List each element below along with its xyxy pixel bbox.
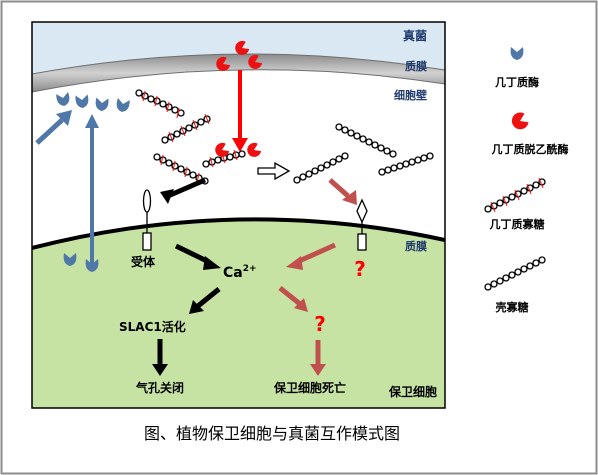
chitin-oligosaccharide	[161, 113, 211, 144]
calcium-to-death-arrow-head	[294, 298, 308, 312]
chitosan-oligosaccharide	[293, 152, 349, 184]
receptor-ectodomain	[142, 189, 152, 213]
black-arrow-to-receptor-head	[160, 189, 174, 204]
right-receptor-to-calcium-arrow	[295, 242, 337, 265]
receptor-transmembrane	[142, 232, 152, 251]
red-arrow-to-receptor-head	[342, 190, 357, 205]
black-arrow-to-receptor	[167, 177, 206, 199]
guard-cell-death-label: 保卫细胞死亡	[273, 380, 346, 395]
fungal-membrane	[32, 53, 445, 93]
plant-membrane	[32, 217, 445, 250]
chitin-oligosaccharide	[135, 89, 185, 119]
receptor-label: 受体	[131, 254, 156, 269]
figure-caption: 图、植物保卫细胞与真菌互作模式图	[144, 424, 400, 443]
blue-diagonal-arrow-head	[56, 110, 72, 126]
panel-border	[31, 21, 446, 409]
slac1-activation-label: SLAC1活化	[119, 319, 186, 334]
guard-cell-label: 保卫细胞	[388, 384, 437, 399]
cell-wall-label: 细胞壁	[394, 88, 427, 102]
right-receptor-to-calcium-arrow-head	[286, 256, 303, 270]
receptor-to-calcium-arrow	[174, 243, 211, 265]
legend-chitosan-oligosaccharide-label: 壳寡糖	[495, 300, 529, 314]
calcium-to-slac1-arrow-head	[189, 300, 204, 314]
red-arrow-to-receptor	[328, 178, 350, 198]
red-release-arrow-head	[232, 138, 248, 152]
question-to-death-arrow-head	[310, 364, 326, 376]
receptor-to-calcium-arrow-head	[203, 256, 221, 270]
legend-chitosan-oligosaccharide-icon	[484, 256, 546, 291]
chitosan-oligosaccharide	[335, 123, 397, 158]
fungal-membrane-label: 质膜	[405, 59, 427, 73]
receptor-transmembrane	[357, 233, 367, 251]
legend-chitin-oligosaccharide-label: 几丁质寡糖	[490, 217, 545, 231]
plant-membrane-label: 质膜	[405, 239, 427, 253]
fungus-label: 真菌	[403, 28, 427, 43]
blue-diagonal-arrow-shaft	[35, 118, 64, 145]
legend-chitin-oligosaccharide-icon	[484, 177, 546, 213]
stomatal-closure-label: 气孔关闭	[135, 380, 184, 395]
calcium-to-death-arrow	[278, 286, 302, 306]
calcium-label: Ca2+	[223, 264, 257, 281]
legend-deacetylase-label: 几丁质脱乙酰酶	[492, 142, 569, 156]
chitosan-oligosaccharide	[378, 152, 434, 176]
conversion-arrow	[257, 161, 291, 181]
question-mark: ?	[314, 312, 326, 336]
slac1-to-closure-arrow-head	[152, 364, 168, 376]
calcium-to-slac1-arrow	[196, 287, 221, 308]
legend: 几丁质酶 几丁质脱乙酰酶 几丁质寡糖 壳寡糖	[484, 47, 569, 314]
blue-secretion-arrow-head	[85, 114, 99, 128]
legend-chitinase-label: 几丁质酶	[495, 75, 539, 89]
guard-cell-region	[32, 219, 445, 408]
question-mark: ?	[354, 257, 366, 281]
